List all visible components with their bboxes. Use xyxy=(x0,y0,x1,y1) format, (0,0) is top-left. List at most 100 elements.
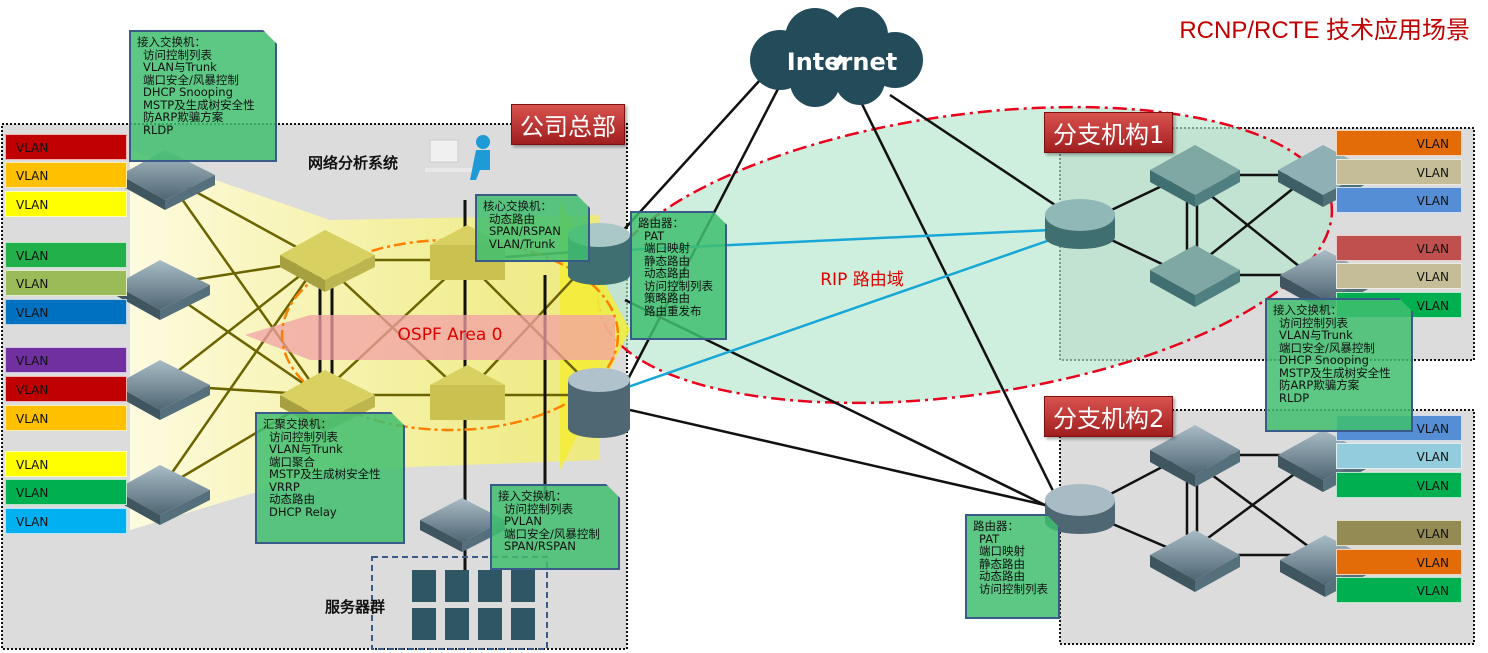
layer3-switch-icon xyxy=(1150,145,1240,207)
note-item: 访问控制列表 xyxy=(269,429,338,444)
vlan-tag: VLAN xyxy=(1336,130,1462,156)
branch1-label: 分支机构1 xyxy=(1044,112,1174,153)
note-item: 访问控制列表 xyxy=(979,581,1048,596)
note-item: 动态路由 xyxy=(644,266,690,280)
vlan-tag: VLAN xyxy=(5,191,127,217)
core-switch-icon xyxy=(430,225,505,280)
note-item: PAT xyxy=(644,228,665,243)
network-analysis-label: 网络分析系统 xyxy=(308,154,399,172)
note-item: 访问控制列表 xyxy=(1279,315,1348,330)
router-icon xyxy=(1045,199,1115,249)
vlan-tag: VLAN xyxy=(5,376,127,402)
layer3-switch-icon xyxy=(1150,245,1240,307)
rip-label: RIP 路由域 xyxy=(820,270,903,290)
note-item: 防ARP欺骗方案 xyxy=(1279,378,1360,392)
branch2-label: 分支机构2 xyxy=(1044,396,1174,437)
note-item: 动态路由 xyxy=(269,492,315,506)
layer3-switch-icon xyxy=(1150,425,1240,487)
vlan-tag: VLAN xyxy=(5,299,127,325)
note-item: SPAN/RSPAN xyxy=(504,539,576,553)
note-heading: 路由器： xyxy=(973,519,1019,533)
vlan-tag: VLAN xyxy=(5,508,127,534)
server-farm-label: 服务器群 xyxy=(325,598,386,616)
vlan-tag: VLAN xyxy=(1336,520,1462,546)
vlan-tag: VLAN xyxy=(1336,187,1462,213)
note-heading: 接入交换机： xyxy=(137,35,206,49)
vlan-tag: VLAN xyxy=(5,162,127,188)
vlan-tag: VLAN xyxy=(1336,549,1462,575)
note-heading: 路由器： xyxy=(638,216,684,230)
note-item: 端口映射 xyxy=(979,544,1025,558)
note-item: 访问控制列表 xyxy=(504,501,573,516)
aggregation-switch-icon xyxy=(280,230,375,292)
note-item: 访问控制列表 xyxy=(143,47,212,62)
router-icon xyxy=(1045,484,1115,534)
vlan-tag: VLAN xyxy=(5,134,127,160)
note-item: VLAN与Trunk xyxy=(143,60,217,74)
core-switch-icon xyxy=(430,365,505,420)
note-heading: 接入交换机： xyxy=(1273,303,1342,317)
hq-layer3-switches xyxy=(280,225,505,432)
note-item: 端口聚合 xyxy=(269,454,315,469)
vlan-tag: VLAN xyxy=(5,347,127,373)
note-item: MSTP及生成树安全性 xyxy=(1279,365,1391,380)
note-item: 端口安全/风暴控制 xyxy=(504,526,600,541)
internet-label: Internet xyxy=(787,48,897,76)
vlan-tag: VLAN xyxy=(1336,263,1462,289)
internet-cloud xyxy=(750,7,923,107)
access-switch-icon xyxy=(120,150,215,210)
note-item: 端口映射 xyxy=(644,241,690,255)
note-item: 动态路由 xyxy=(489,211,535,226)
note-item: RLDP xyxy=(1279,390,1310,405)
note-item: VLAN与Trunk xyxy=(1279,328,1353,342)
vlan-tag: VLAN xyxy=(5,405,127,431)
note-item: MSTP及生成树安全性 xyxy=(143,97,255,112)
ospf-band xyxy=(245,315,615,360)
note-item: RLDP xyxy=(143,122,174,137)
vlan-tag: VLAN xyxy=(1336,577,1462,603)
note-item: SPAN/RSPAN xyxy=(489,224,561,238)
note-item: PAT xyxy=(979,531,1000,546)
note-item: VLAN/Trunk xyxy=(489,236,556,251)
note-item: DHCP Snooping xyxy=(1279,353,1369,367)
ospf-label: OSPF Area 0 xyxy=(398,325,503,345)
note-item: PVLAN xyxy=(504,514,542,528)
note-heading: 汇聚交换机： xyxy=(263,417,332,431)
server-farm-region xyxy=(371,556,548,650)
page-title: RCNP/RCTE 技术应用场景 xyxy=(1179,17,1470,44)
note-item: 路由重发布 xyxy=(644,303,702,318)
note-item: 策略路由 xyxy=(644,291,690,305)
note-item: 动态路由 xyxy=(979,569,1025,583)
vlan-tag: VLAN xyxy=(1336,443,1462,469)
vlan-tag: VLAN xyxy=(5,479,127,505)
note-item: 端口安全/风暴控制 xyxy=(1279,340,1375,355)
note-item: 防ARP欺骗方案 xyxy=(143,110,224,124)
server-icons xyxy=(412,570,535,640)
vlan-tag: VLAN xyxy=(1336,159,1462,185)
router-icon xyxy=(568,368,630,438)
network-analyst-icon xyxy=(425,135,490,180)
note-item: 访问控制列表 xyxy=(644,278,713,293)
hq-routers xyxy=(568,223,630,438)
vlan-tag: VLAN xyxy=(5,242,127,268)
vlan-tag: VLAN xyxy=(1336,235,1462,261)
hq-label: 公司总部 xyxy=(511,104,625,145)
note-item: 静态路由 xyxy=(644,253,690,268)
vlan-tag: VLAN xyxy=(5,451,127,477)
note-item: VRRP xyxy=(269,479,300,494)
vlan-tag: VLAN xyxy=(5,270,127,296)
note-heading: 核心交换机： xyxy=(483,199,552,213)
note-heading: 接入交换机： xyxy=(498,489,567,503)
note-item: 端口安全/风暴控制 xyxy=(143,72,239,87)
vlan-tag: VLAN xyxy=(1336,472,1462,498)
note-item: VLAN与Trunk xyxy=(269,442,343,456)
note-item: DHCP Relay xyxy=(269,504,337,519)
